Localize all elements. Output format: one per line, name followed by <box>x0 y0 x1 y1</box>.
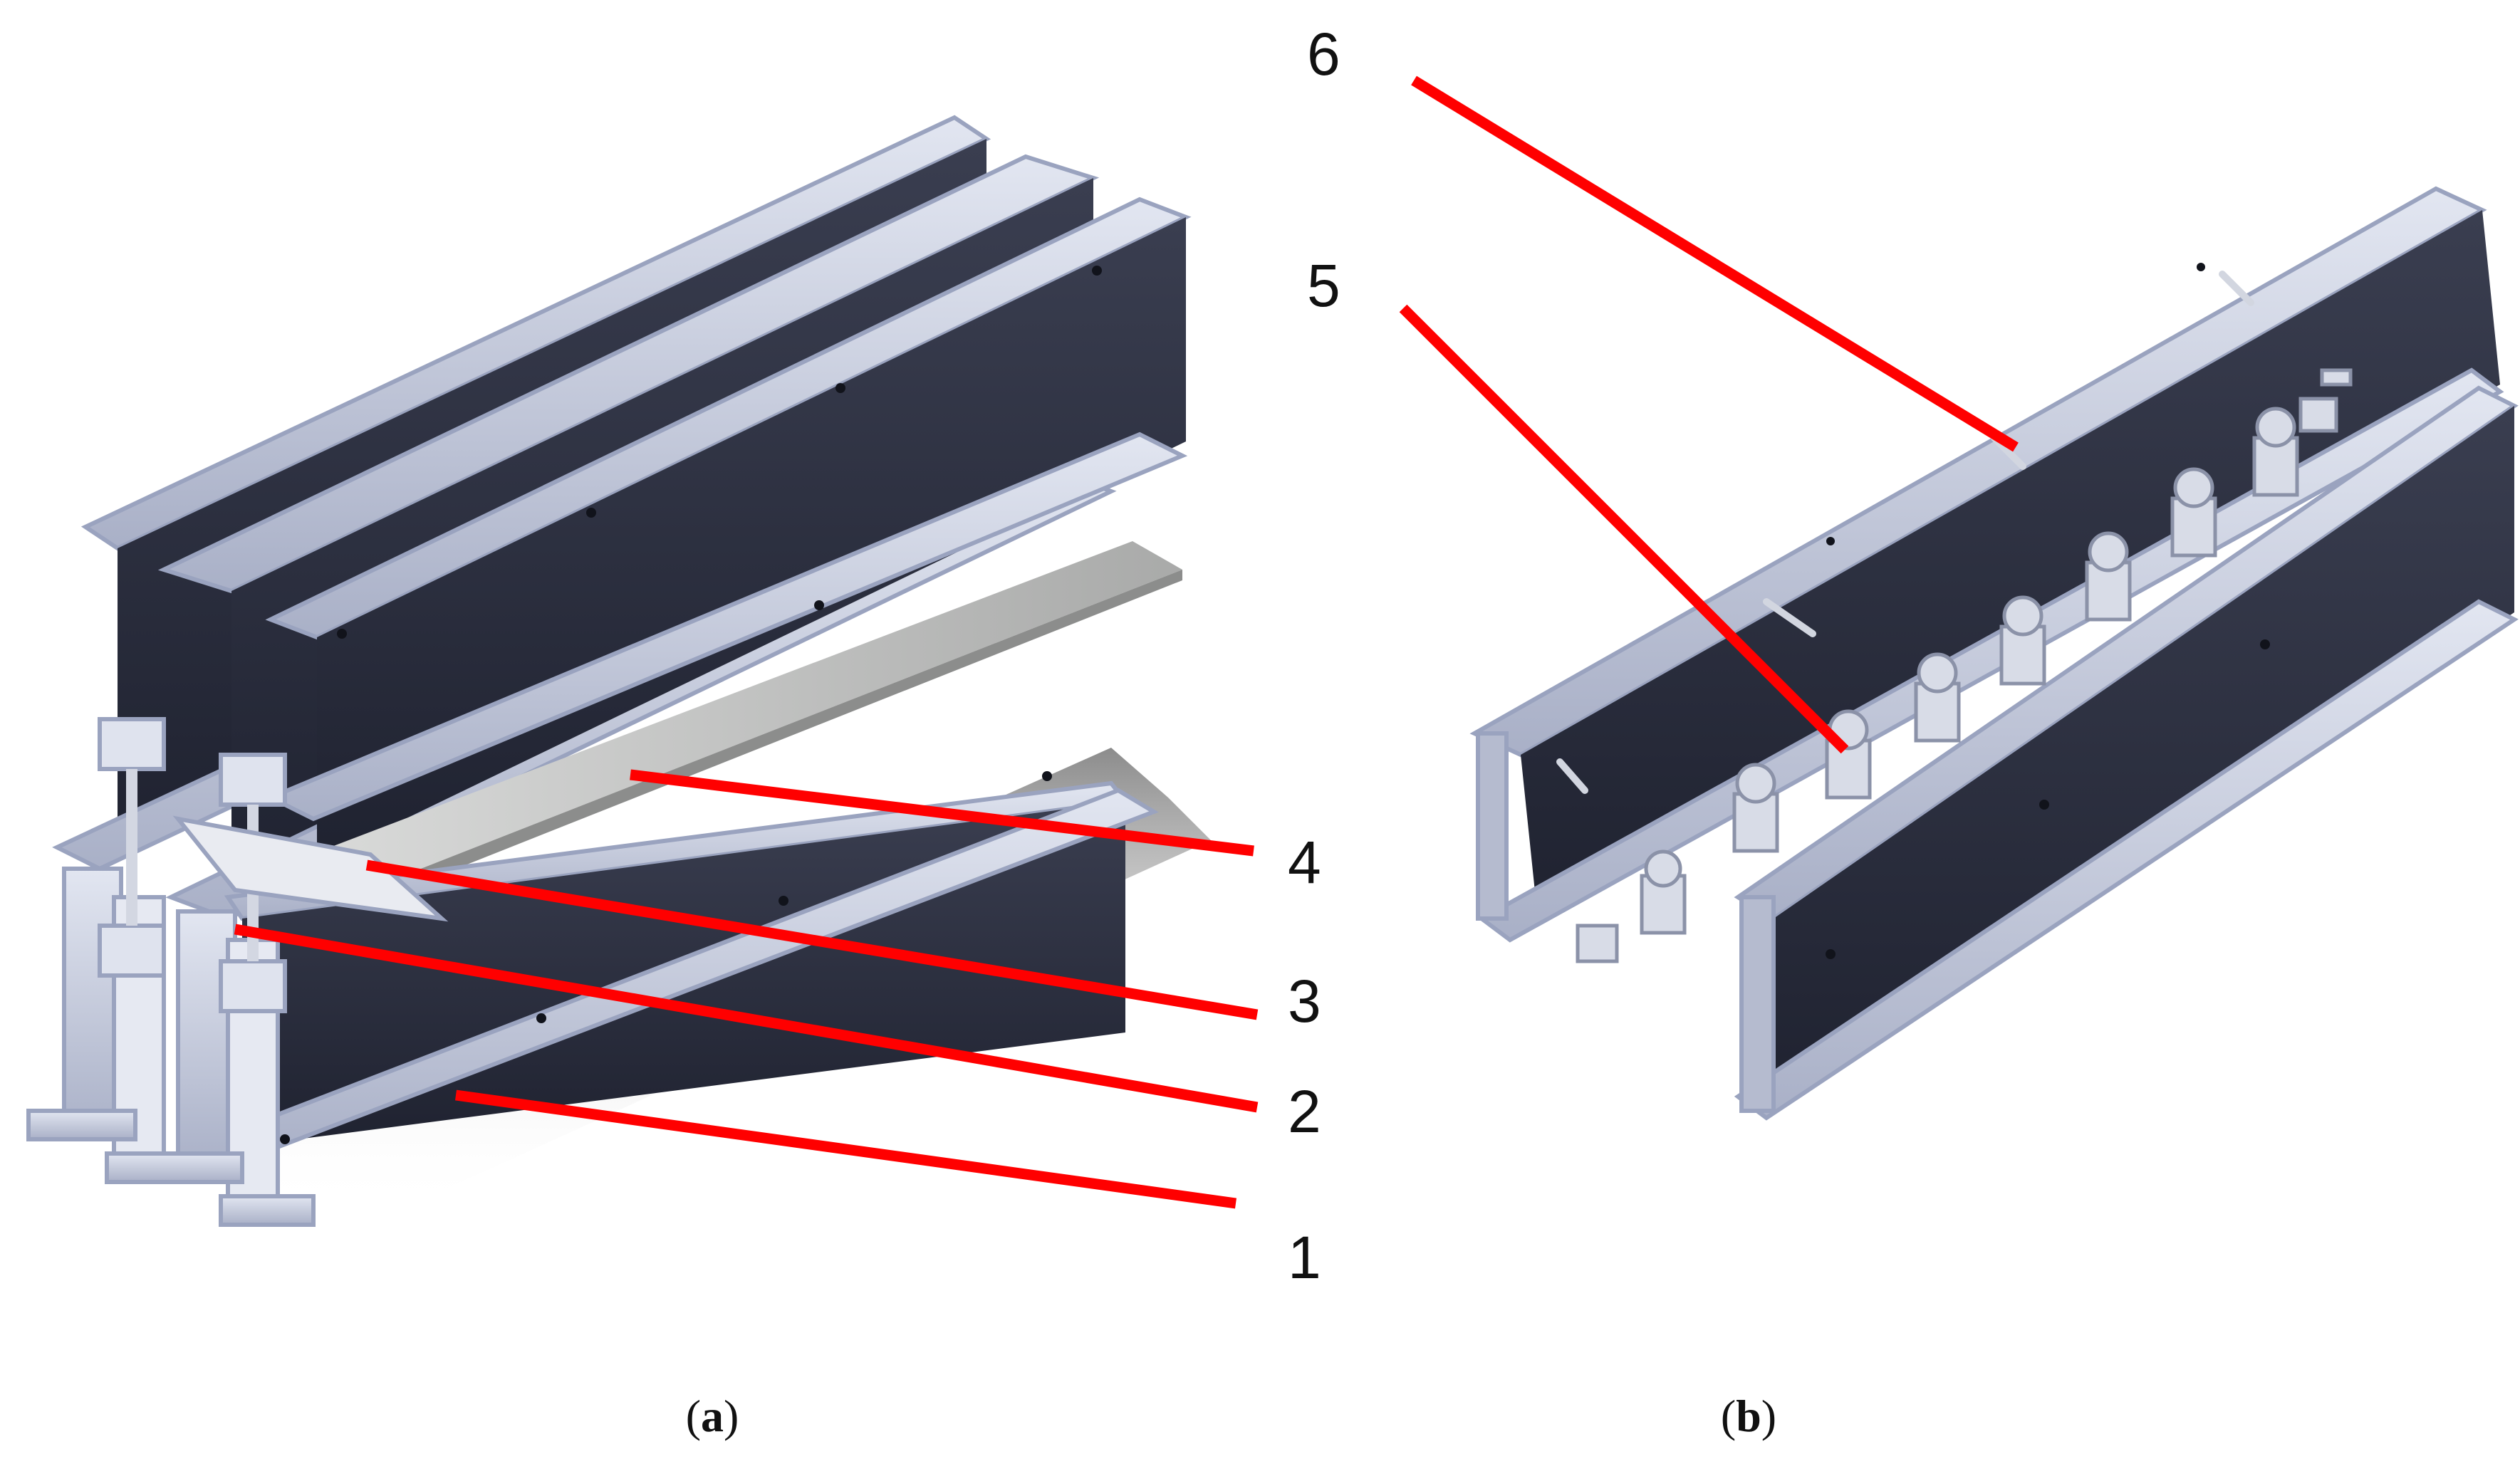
callout-4: 4 <box>1288 829 1321 896</box>
bolt-holes-b <box>1826 263 2270 959</box>
pins-upper-rail <box>1556 271 2254 794</box>
leader-line-1 <box>454 1089 1237 1209</box>
bolt-holes-a <box>280 266 1102 1144</box>
caption-b: (b) <box>1721 1391 1776 1441</box>
callout-1: 1 <box>1288 1224 1321 1291</box>
caption-a: (a) <box>686 1391 739 1441</box>
panel-a-illustration <box>26 115 1211 1227</box>
plate-sheet <box>321 541 1182 883</box>
leader-line-4 <box>630 769 1254 857</box>
callout-2: 2 <box>1288 1078 1321 1145</box>
front-rail-mid-flange <box>265 432 1188 822</box>
leader-line-3 <box>365 859 1259 1020</box>
leader-line-5 <box>1399 304 1849 754</box>
plate-edge <box>385 570 1182 897</box>
connector-clips <box>98 717 449 1013</box>
leader-line-2 <box>234 924 1259 1113</box>
bolt-heads <box>1576 368 2353 963</box>
leader-line-6 <box>1411 75 2019 452</box>
upper-rail-b-face <box>1521 210 2500 926</box>
callout-5: 5 <box>1307 252 1340 319</box>
callout-6: 6 <box>1307 21 1340 88</box>
panel-b-illustration <box>1469 186 2519 1121</box>
lower-rail-b-face <box>1774 406 2514 1111</box>
callout-3: 3 <box>1288 968 1321 1035</box>
